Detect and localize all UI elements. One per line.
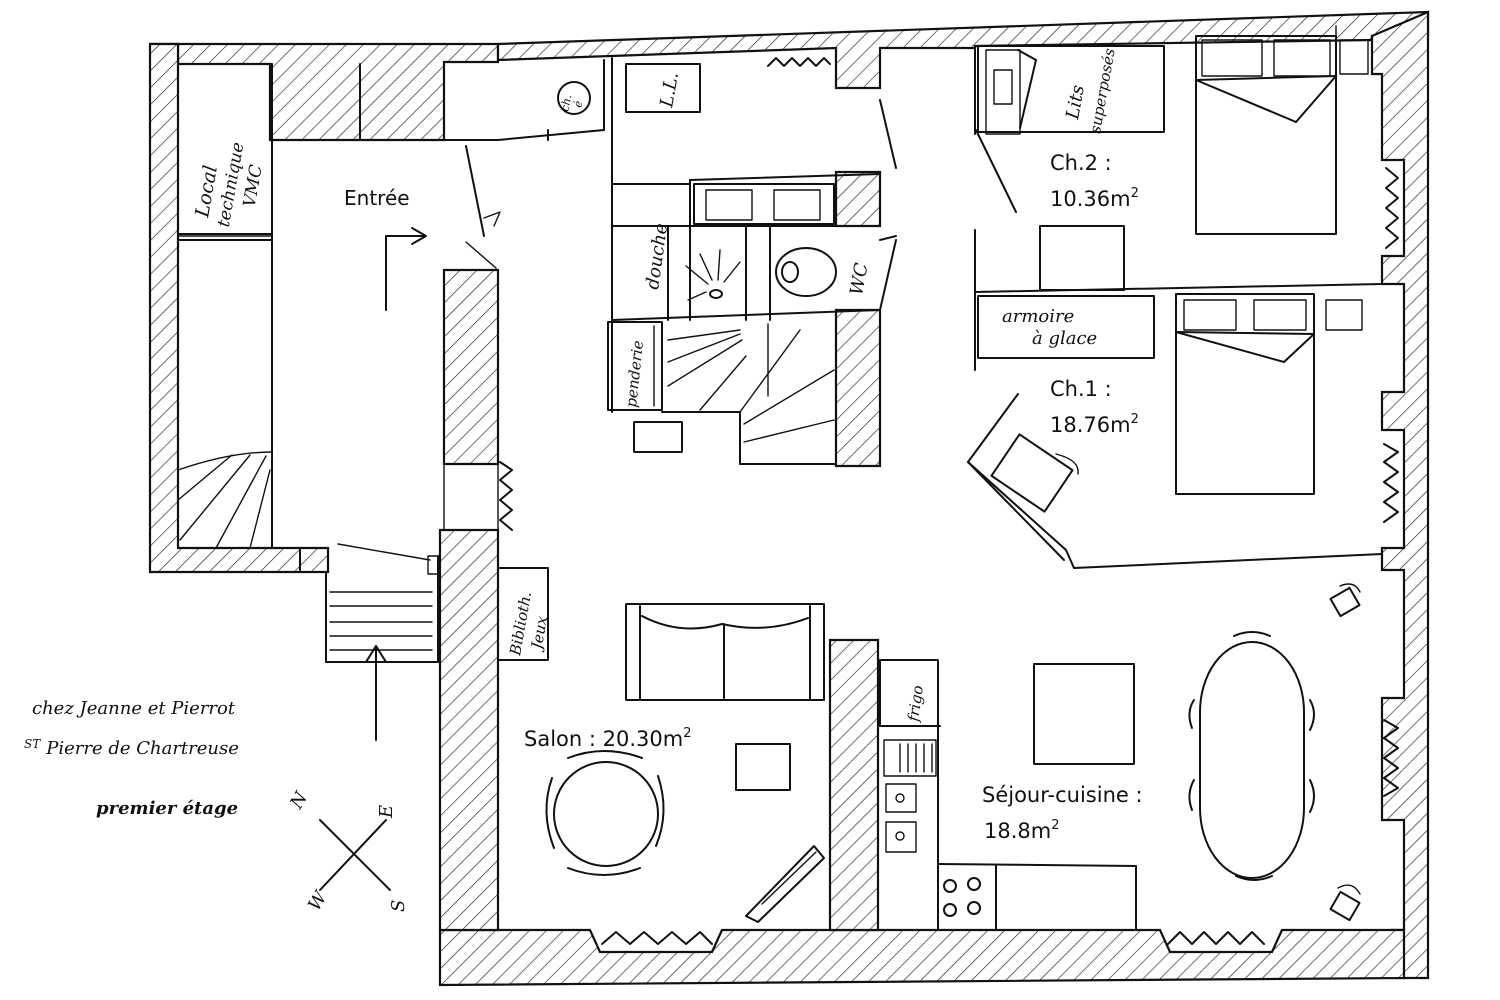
label-ch2-name: Ch.2 : bbox=[1050, 151, 1112, 175]
sejour-cuisine bbox=[879, 583, 1399, 945]
label-chauffe-eau: ch. é bbox=[557, 81, 591, 115]
label-biblio: Biblioth. Jeux bbox=[506, 590, 551, 658]
wall-right bbox=[1370, 10, 1430, 980]
label-entree: Entrée bbox=[344, 186, 410, 210]
wall-west-wing-top bbox=[150, 42, 500, 142]
wall-stair-core-2 bbox=[834, 308, 882, 468]
compass-n: N bbox=[286, 787, 313, 813]
label-lits-line2: superposés bbox=[1086, 47, 1119, 135]
wall-west-wing-left bbox=[148, 42, 330, 574]
outer-walls bbox=[148, 10, 1430, 987]
label-lits-line1: Lits bbox=[1062, 84, 1089, 122]
label-armoire-line1: armoire bbox=[1002, 306, 1074, 327]
wall-kitchen-divider bbox=[828, 638, 880, 932]
wall-entree-east bbox=[442, 268, 500, 466]
label-sejour-name: Séjour-cuisine : bbox=[982, 783, 1143, 807]
salon bbox=[497, 567, 825, 945]
entree-area bbox=[385, 59, 605, 531]
label-wc: WC bbox=[846, 261, 872, 297]
label-salon: Salon : 20.30m2 bbox=[524, 726, 691, 751]
compass: N E S W bbox=[286, 787, 409, 914]
wall-bottom bbox=[438, 928, 1406, 987]
label-chauffe-eau-line2: é bbox=[571, 99, 585, 108]
label-ch1-area: 18.76m2 bbox=[1050, 412, 1139, 437]
caption-line1: chez Jeanne et Pierrot bbox=[32, 698, 236, 719]
compass-w: W bbox=[304, 887, 332, 915]
label-sejour-area: 18.8m2 bbox=[984, 818, 1060, 843]
caption-line3: premier étage bbox=[96, 798, 238, 819]
compass-s: S bbox=[388, 900, 409, 912]
label-frigo: frigo bbox=[904, 684, 927, 723]
central-block bbox=[607, 57, 897, 465]
compass-e: E bbox=[376, 805, 397, 819]
wall-stair-core bbox=[834, 170, 882, 228]
wall-salon-west bbox=[438, 528, 500, 932]
label-ch1-name: Ch.1 : bbox=[1050, 377, 1112, 401]
room-labels: Entrée Local technique VMC ch. é L.L. do… bbox=[191, 47, 1143, 843]
label-local-technique: Local technique VMC bbox=[191, 141, 267, 229]
label-armoire-line2: à glace bbox=[1032, 328, 1097, 349]
label-penderie: penderie bbox=[622, 339, 647, 408]
label-ll: L.L. bbox=[656, 70, 683, 109]
label-ch2-area: 10.36m2 bbox=[1050, 186, 1139, 211]
west-wing bbox=[177, 63, 441, 741]
label-lits-superposes: Lits superposés bbox=[1062, 47, 1119, 135]
label-chauffe-eau-line1: ch. bbox=[558, 94, 574, 113]
bedrooms bbox=[967, 25, 1399, 569]
